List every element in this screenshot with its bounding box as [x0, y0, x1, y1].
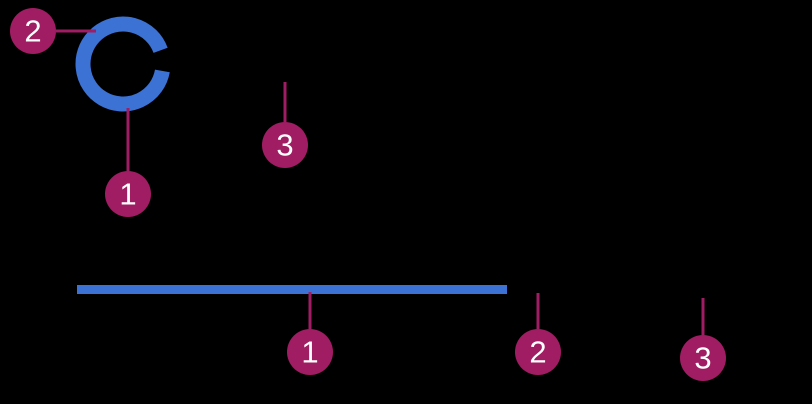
horizontal-bar-shape[interactable]: [77, 285, 507, 294]
callout-marker-label: 2: [24, 13, 42, 48]
callout-marker-arc-1[interactable]: 1: [105, 171, 151, 217]
callout-marker-bar-1[interactable]: 1: [287, 329, 333, 375]
callout-marker-bar-3[interactable]: 3: [680, 335, 726, 381]
callout-marker-label: 3: [276, 127, 294, 162]
callout-marker-label: 1: [119, 176, 137, 211]
callout-marker-label: 1: [301, 334, 319, 369]
leader-line-group: [56, 29, 705, 335]
callout-marker-top-3[interactable]: 3: [262, 122, 308, 168]
callout-marker-top-2[interactable]: 2: [10, 8, 56, 54]
callout-marker-label: 3: [694, 340, 712, 375]
callout-marker-label: 2: [529, 334, 547, 369]
ring-arc-shape[interactable]: [75, 16, 170, 112]
callout-marker-bar-2[interactable]: 2: [515, 329, 561, 375]
